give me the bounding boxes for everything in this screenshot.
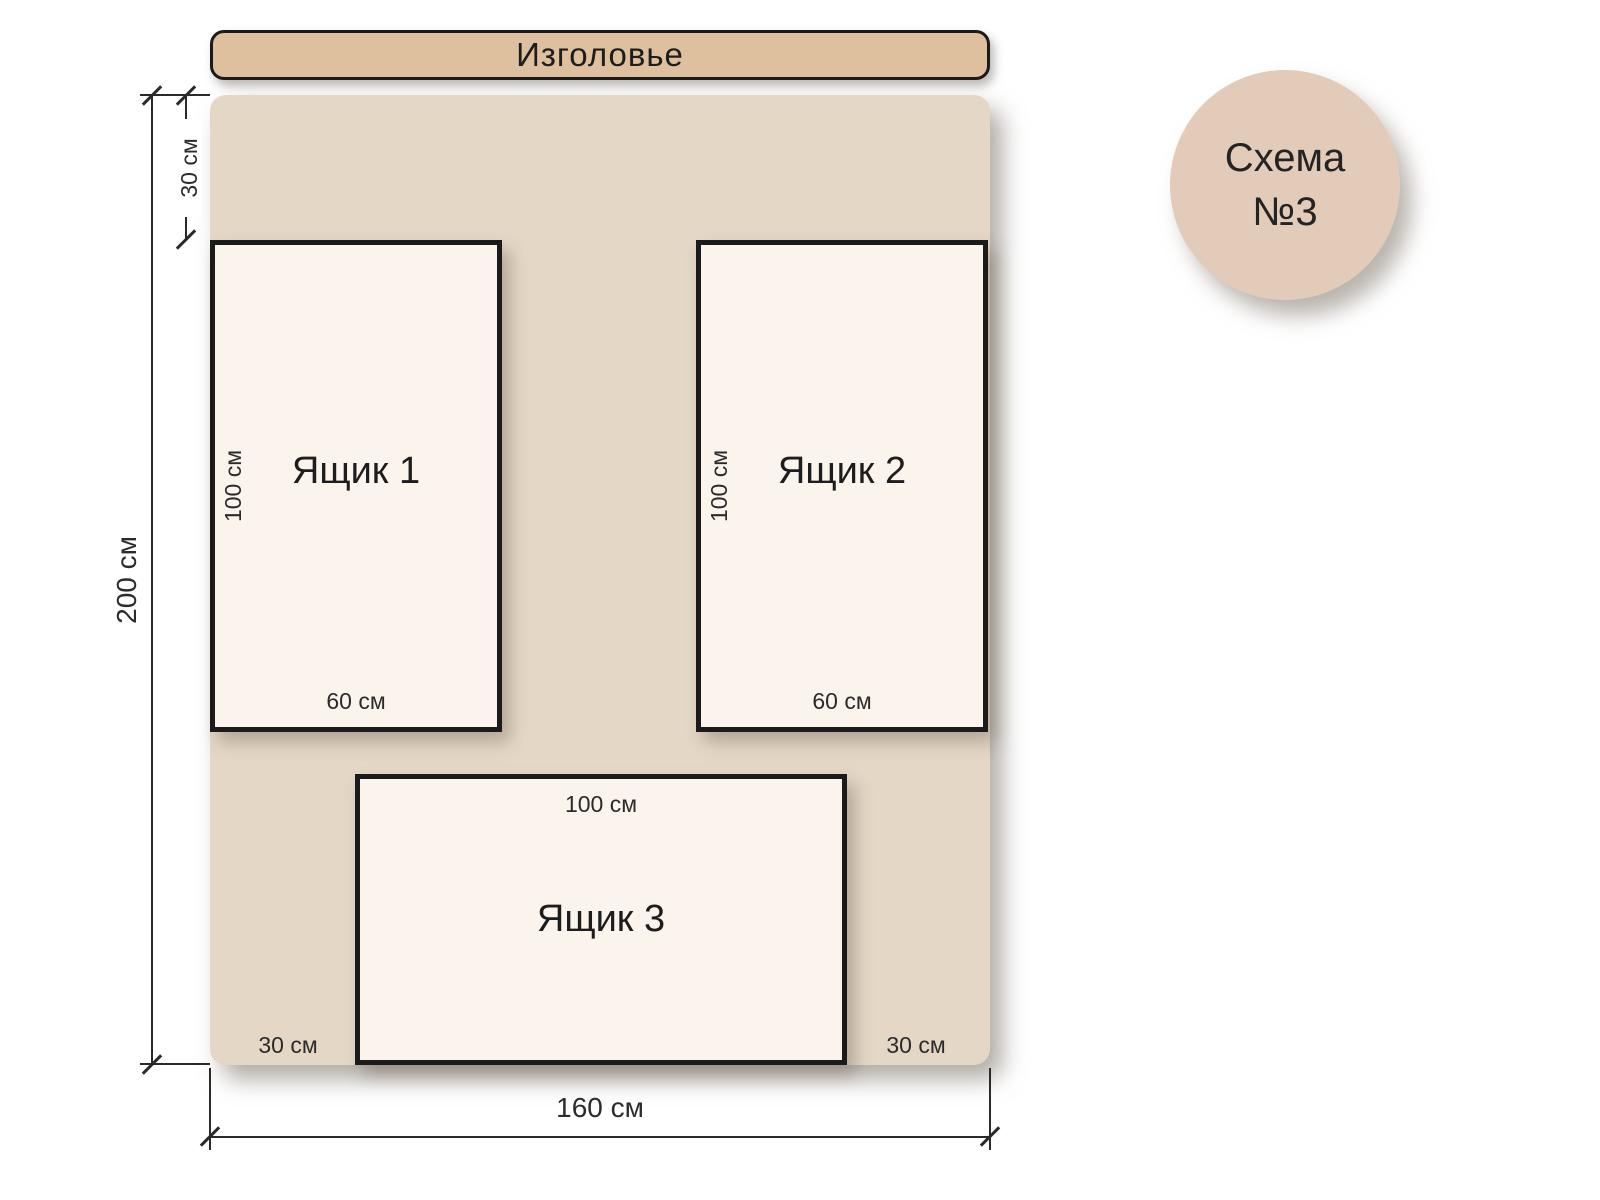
- drawer-2-name: Ящик 2: [777, 449, 907, 492]
- drawer-3: 100 см Ящик 3: [355, 774, 847, 1065]
- bed-height-label: 200 см: [111, 536, 142, 624]
- top-gap-label: 30 см: [176, 119, 202, 217]
- bed-width-label: 160 см: [556, 1092, 644, 1123]
- headboard: Изголовье: [210, 30, 990, 80]
- bottom-right-gap-label: 30 см: [886, 1032, 946, 1058]
- drawer-1-width-label: 60 см: [326, 688, 386, 714]
- drawer-1-depth-label: 100 см: [220, 449, 246, 523]
- dim-line-bed-height: [151, 95, 153, 1065]
- dim-ext-bottom-right-v: [989, 1068, 991, 1150]
- dim-ext-bottom-left-v: [209, 1068, 211, 1150]
- drawer-3-name: Ящик 3: [536, 898, 666, 940]
- dim-ext-bottom-left-h: [140, 1063, 210, 1065]
- drawer-1-name: Ящик 1: [291, 449, 421, 492]
- dim-ext-top: [140, 94, 210, 96]
- drawer-1: 100 см Ящик 1 60 см: [210, 240, 502, 732]
- badge-title: Схема: [1224, 136, 1346, 180]
- drawer-2: 100 см Ящик 2 60 см: [696, 240, 988, 732]
- drawer-2-depth-label: 100 см: [706, 449, 732, 523]
- drawer-3-width-label: 100 см: [564, 791, 638, 817]
- badge-number: №3: [1252, 190, 1318, 234]
- drawer-2-width-label: 60 см: [812, 688, 872, 714]
- dim-line-bed-width: [210, 1136, 990, 1138]
- headboard-label: Изголовье: [516, 36, 684, 73]
- scheme-badge: Схема №3: [1170, 70, 1400, 300]
- bottom-left-gap-label: 30 см: [258, 1032, 318, 1058]
